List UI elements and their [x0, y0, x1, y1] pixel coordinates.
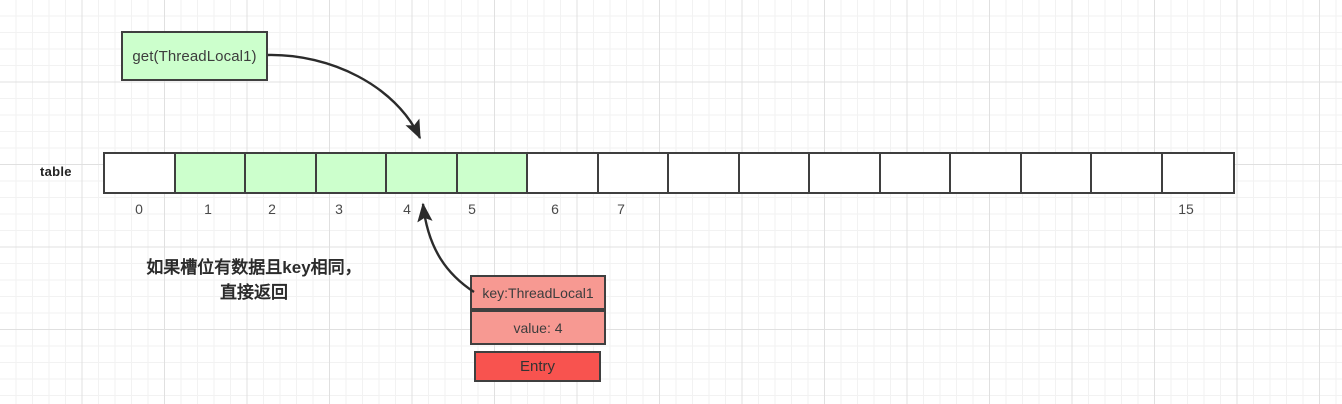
index-label-7: 7	[617, 201, 625, 217]
index-label-15: 15	[1178, 201, 1194, 217]
table-cell-10	[810, 154, 881, 192]
get-call-box: get(ThreadLocal1)	[121, 31, 268, 81]
index-label-1: 1	[204, 201, 212, 217]
table-cell-7	[598, 154, 669, 192]
table-label: table	[40, 164, 72, 179]
table-cell-8	[669, 154, 740, 192]
arrow-call-to-slot	[267, 53, 422, 140]
table-cell-0	[105, 154, 176, 192]
index-label-5: 5	[468, 201, 476, 217]
table-cell-6	[528, 154, 599, 192]
table-cell-15	[1162, 154, 1233, 192]
note-line-1: 如果槽位有数据且key相同，	[146, 258, 362, 277]
table-cell-2	[246, 154, 317, 192]
table-cell-1	[175, 154, 246, 192]
get-call-label: get(ThreadLocal1)	[132, 47, 257, 65]
table-cell-13	[1021, 154, 1092, 192]
index-label-0: 0	[135, 201, 143, 217]
table-cell-3	[316, 154, 387, 192]
table-cell-4	[387, 154, 458, 192]
arrow-entry-to-slot	[417, 202, 475, 294]
index-label-6: 6	[551, 201, 559, 217]
table-cell-12	[951, 154, 1022, 192]
index-label-3: 3	[335, 201, 343, 217]
index-label-4: 4	[403, 201, 411, 217]
table-row	[103, 152, 1235, 194]
entry-value-box: value: 4	[470, 310, 606, 345]
entry-type-box: Entry	[474, 351, 601, 382]
note-line-2: 直接返回	[220, 282, 288, 302]
entry-type-label: Entry	[519, 358, 555, 375]
index-label-2: 2	[268, 201, 276, 217]
table-cell-5	[457, 154, 528, 192]
entry-key-label: key:ThreadLocal1	[482, 284, 594, 301]
note-text: 如果槽位有数据且key相同， 直接返回	[118, 256, 390, 305]
table-cell-14	[1092, 154, 1163, 192]
table-cell-11	[880, 154, 951, 192]
table-cell-9	[739, 154, 810, 192]
entry-value-label: value: 4	[513, 319, 563, 336]
entry-key-box: key:ThreadLocal1	[470, 275, 606, 310]
